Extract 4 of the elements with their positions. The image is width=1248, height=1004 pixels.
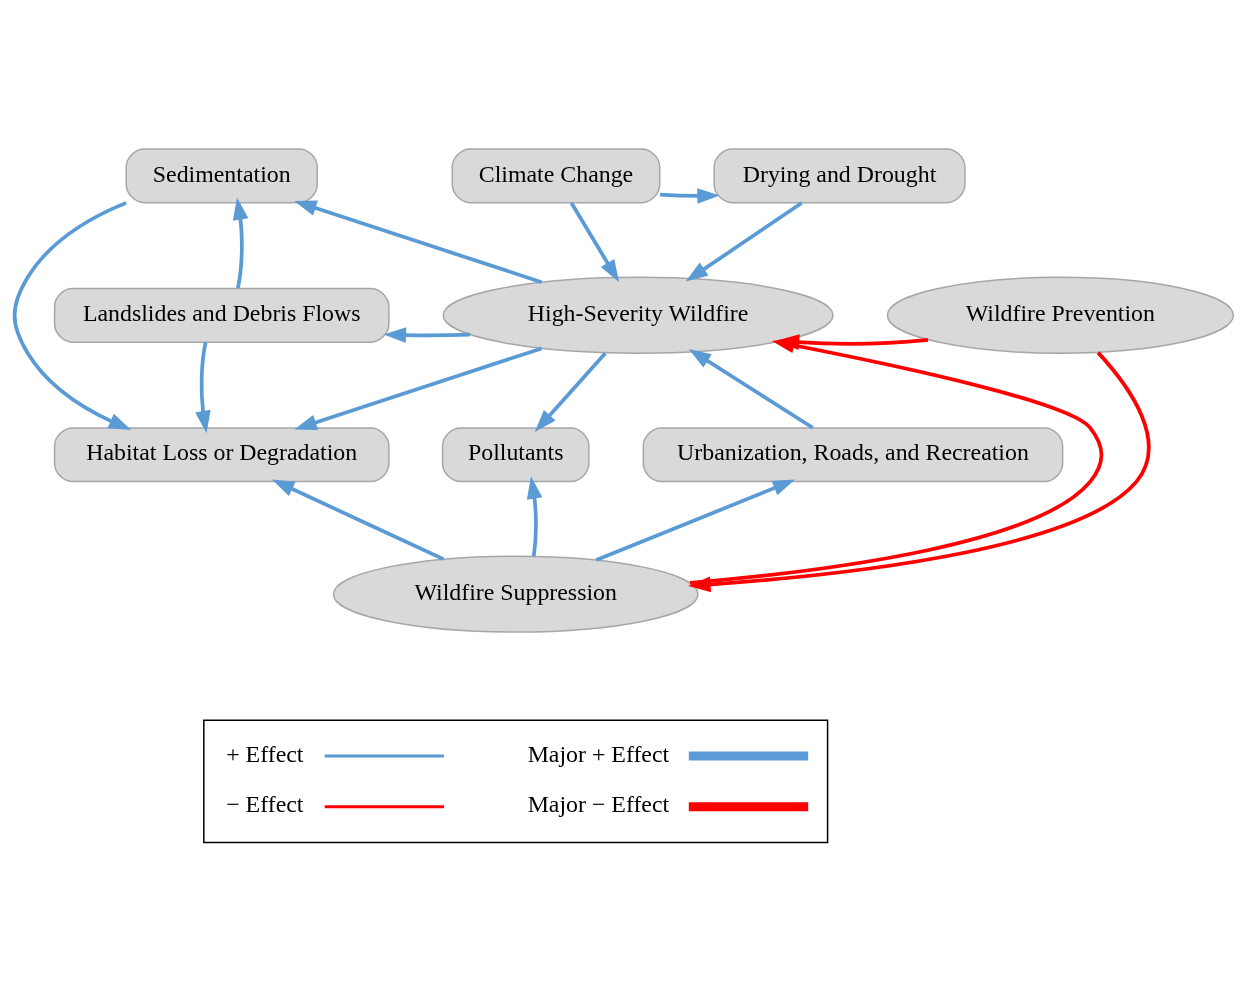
legend-label: Major − Effect: [527, 790, 670, 817]
legend-label: + Effect: [226, 740, 304, 767]
legend-label: − Effect: [226, 790, 304, 817]
legend-label: Major + Effect: [527, 740, 670, 767]
